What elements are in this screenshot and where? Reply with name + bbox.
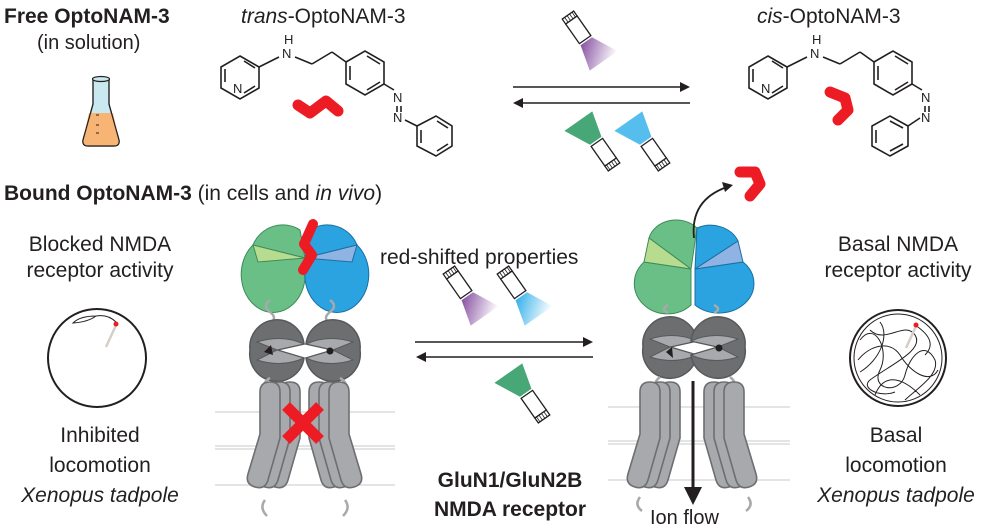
- amine-h-atom: H: [284, 32, 293, 47]
- trans-prefix: trans: [241, 5, 288, 28]
- green-light-icon-bottom: [494, 363, 551, 424]
- red-shifted-note: red-shifted properties: [380, 246, 579, 269]
- left-tadpole-head-icon: [113, 321, 119, 327]
- left-outcome-line-1: Inhibited: [60, 424, 140, 447]
- cis-amine-h-atom: H: [812, 32, 821, 47]
- ion-flow-arrow: [684, 381, 702, 505]
- glun1-agonist-triangle: [264, 345, 273, 355]
- trans-optonam-structure: N N H N N: [220, 32, 453, 157]
- bound-optonam-title: Bound OptoNAM-3 (in cells and in vivo): [4, 183, 382, 204]
- right-outcome-line-1: Basal: [869, 424, 923, 447]
- release-arrow: [692, 186, 728, 239]
- right-state-label: Basal NMDA receptor activity: [800, 232, 996, 284]
- left-state-label: Blocked NMDA receptor activity: [0, 232, 200, 284]
- cis-optonam-structure: N N H N N: [748, 32, 930, 157]
- blocked-nmda-receptor: [240, 219, 370, 517]
- right-state-line-1: Basal NMDA: [837, 233, 959, 256]
- glun2b-agonist-dot: [326, 347, 334, 355]
- right-tadpole-head-icon: [913, 322, 919, 328]
- left-state-line-2: receptor activity: [26, 259, 174, 282]
- receptor-name-line-1: GluN1/GluN2B: [437, 469, 583, 492]
- glun2b-atd-open: [694, 224, 755, 314]
- in-solution-subtitle: (in solution): [37, 32, 141, 54]
- cis-ligand-shape: [824, 86, 854, 126]
- cis-azo-n2-atom: N: [921, 110, 930, 125]
- right-state-line-2: receptor activity: [824, 259, 972, 282]
- glun2b-agonist-dot-active: [715, 344, 723, 352]
- cis-prefix: cis: [757, 5, 783, 28]
- cis-name: -OptoNAM-3: [782, 5, 901, 28]
- blue-light-icon-top: [614, 111, 671, 172]
- free-optonam-title: Free OptoNAM-3: [4, 5, 170, 28]
- cis-pyridine-n-atom: N: [761, 81, 770, 96]
- blue-light-icon-bottom: [496, 265, 553, 326]
- green-light-icon-top: [564, 111, 621, 172]
- top-equilibrium-arrows: [513, 82, 690, 108]
- cis-azo-n1-atom: N: [921, 90, 930, 105]
- left-state-line-1: Blocked NMDA: [28, 233, 172, 256]
- glun1-atd: [240, 224, 306, 313]
- basal-tadpole-arena: [849, 309, 947, 407]
- right-outcome-line-2: locomotion: [845, 454, 947, 477]
- bound-title-a: (in cells and: [191, 182, 316, 205]
- left-outcome-label: Inhibited locomotion Xenopus tadpole: [0, 421, 200, 511]
- amine-n-atom: N: [282, 46, 291, 61]
- released-ligand-shape: [734, 166, 766, 202]
- bound-title-italic: in vivo: [315, 182, 376, 205]
- active-nmda-receptor: [626, 166, 766, 512]
- left-organism: Xenopus tadpole: [21, 484, 179, 507]
- trans-optonam-label: trans-OptoNAM-3: [241, 6, 406, 27]
- azo-n2-atom: N: [393, 110, 402, 125]
- trans-ligand-shape: [292, 95, 344, 119]
- flask-icon: [82, 75, 120, 147]
- bottom-equilibrium-arrows: [415, 337, 593, 362]
- glun1-atd-open: [633, 219, 698, 315]
- bound-ligand-shape: [298, 219, 318, 275]
- ion-flow-label: Ion flow: [650, 507, 719, 529]
- glun1-agonist-triangle-active: [666, 347, 673, 358]
- channel-blocked-icon: [282, 402, 324, 444]
- bound-title-bold: Bound OptoNAM-3: [4, 182, 192, 205]
- bound-title-b: ): [375, 182, 383, 205]
- violet-light-icon-bottom: [442, 265, 499, 326]
- cis-amine-n-atom: N: [810, 46, 819, 61]
- right-organism: Xenopus tadpole: [817, 484, 975, 507]
- glun2b-atd: [304, 224, 370, 313]
- violet-light-icon-top: [561, 10, 618, 71]
- left-outcome-line-2: locomotion: [49, 454, 151, 477]
- right-outcome-label: Basal locomotion Xenopus tadpole: [796, 421, 996, 511]
- inhibited-tadpole-arena: [47, 308, 147, 408]
- pyridine-n-atom: N: [233, 81, 242, 96]
- receptor-name-label: GluN1/GluN2B NMDA receptor: [400, 466, 620, 524]
- cis-optonam-label: cis-OptoNAM-3: [757, 6, 901, 27]
- trans-name: -OptoNAM-3: [287, 5, 406, 28]
- azo-n1-atom: N: [393, 90, 402, 105]
- receptor-name-line-2: NMDA receptor: [433, 498, 587, 521]
